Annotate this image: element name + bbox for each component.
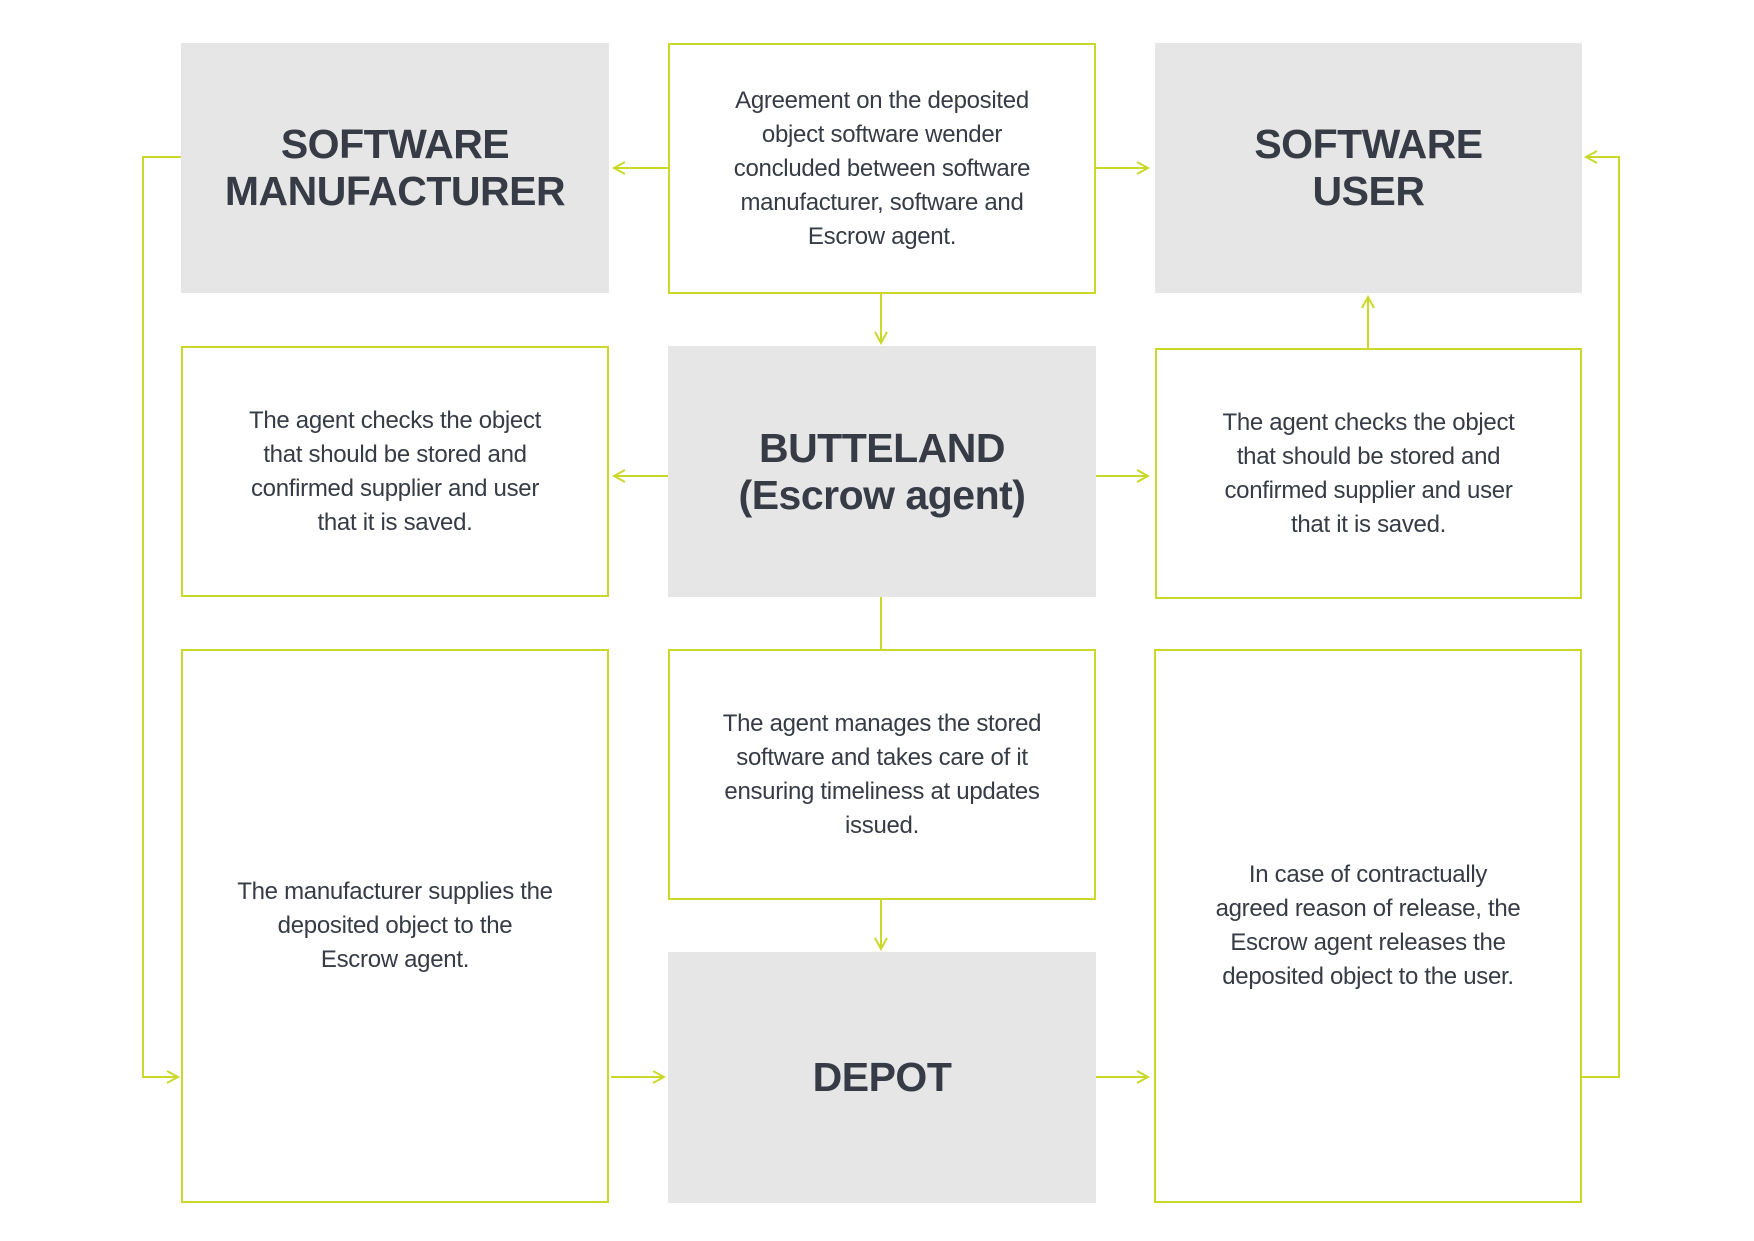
- software-manufacturer-label: SOFTWARE MANUFACTURER: [224, 121, 566, 214]
- check-right-node: The agent checks the object that should …: [1155, 348, 1582, 599]
- agreement-text: Agreement on the deposited object softwa…: [733, 86, 1031, 250]
- software-user-label: SOFTWARE USER: [1254, 121, 1483, 214]
- loop-release-to-user: [1582, 157, 1620, 1078]
- loop-manufacturer-to-supplies: [142, 156, 181, 1077]
- agent-manages-text: The agent manages the stored software an…: [722, 709, 1042, 839]
- check-right-text: The agent checks the object that should …: [1222, 408, 1515, 538]
- release-node: In case of contractually agreed reason o…: [1154, 649, 1582, 1203]
- release-text: In case of contractually agreed reason o…: [1215, 861, 1521, 990]
- agent-manages-node: The agent manages the stored software an…: [668, 649, 1096, 900]
- depot-node: DEPOT: [668, 952, 1096, 1203]
- software-manufacturer-node: SOFTWARE MANUFACTURER: [181, 43, 609, 293]
- manufacturer-supplies-text: The manufacturer supplies the deposited …: [237, 878, 553, 973]
- check-left-text: The agent checks the object that should …: [248, 406, 542, 536]
- agreement-node: Agreement on the deposited object softwa…: [668, 43, 1096, 294]
- depot-label: DEPOT: [812, 1054, 952, 1100]
- manufacturer-supplies-node: The manufacturer supplies the deposited …: [181, 649, 609, 1203]
- software-user-node: SOFTWARE USER: [1155, 43, 1582, 293]
- escrow-agent-node: BUTTELAND (Escrow agent): [668, 346, 1096, 597]
- escrow-agent-label: BUTTELAND (Escrow agent): [738, 424, 1026, 518]
- check-left-node: The agent checks the object that should …: [181, 346, 609, 597]
